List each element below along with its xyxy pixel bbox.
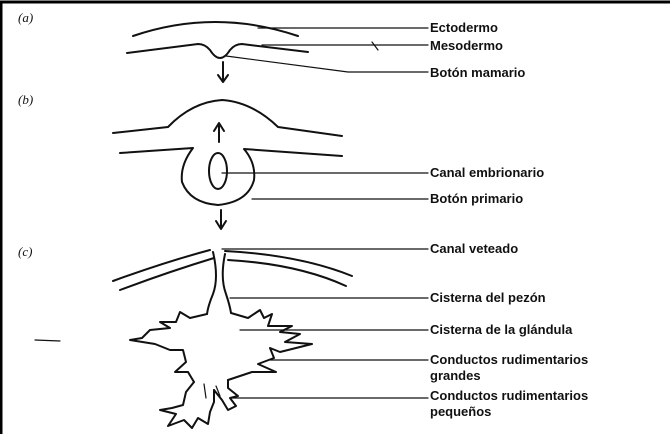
label-cisterna-pezon: Cisterna del pezón — [430, 290, 546, 305]
ectoderm-line — [133, 22, 298, 36]
small-ducts-left — [160, 382, 214, 428]
teat-cistern-left-wall — [207, 252, 216, 314]
stage-c-drawing — [113, 250, 352, 428]
teat-cistern-right-wall — [223, 254, 231, 313]
leaders-c — [35, 249, 428, 398]
leaders-a — [226, 28, 428, 72]
skin-inner-right — [228, 260, 346, 286]
skin-outer-left — [113, 250, 210, 281]
primary-bud-outline — [120, 148, 342, 205]
gland-cistern-left — [130, 312, 207, 382]
label-conductos-pequenos-line2: pequeños — [430, 404, 491, 419]
ectoderm-bump — [113, 100, 342, 136]
mammary-bud-line — [127, 44, 308, 58]
label-cisterna-glandula: Cisterna de la glándula — [430, 322, 573, 337]
label-conductos-grandes-line2: grandes — [430, 368, 481, 383]
panel-label-c: (c) — [18, 244, 32, 259]
small-ducts-right — [214, 380, 238, 410]
skin-outer-right — [225, 251, 352, 276]
label-ectodermo: Ectodermo — [430, 20, 498, 35]
label-mesodermo: Mesodermo — [430, 38, 503, 53]
leaders-b — [222, 173, 428, 199]
label-conductos-grandes-line1: Conductos rudimentarios — [430, 352, 588, 367]
panel-label-b: (b) — [18, 92, 33, 107]
stage-a-drawing — [127, 22, 308, 82]
embryonic-canal — [209, 153, 227, 189]
gland-cistern-right — [228, 310, 312, 380]
stage-b-drawing — [113, 100, 342, 229]
label-canal-veteado: Canal veteado — [430, 241, 518, 256]
label-boton-primario: Botón primario — [430, 191, 523, 206]
label-canal-embrionario: Canal embrionario — [430, 165, 544, 180]
panel-label-a: (a) — [18, 10, 33, 25]
label-conductos-pequenos-line1: Conductos rudimentarios — [430, 388, 588, 403]
label-boton-mamario: Botón mamario — [430, 65, 525, 80]
